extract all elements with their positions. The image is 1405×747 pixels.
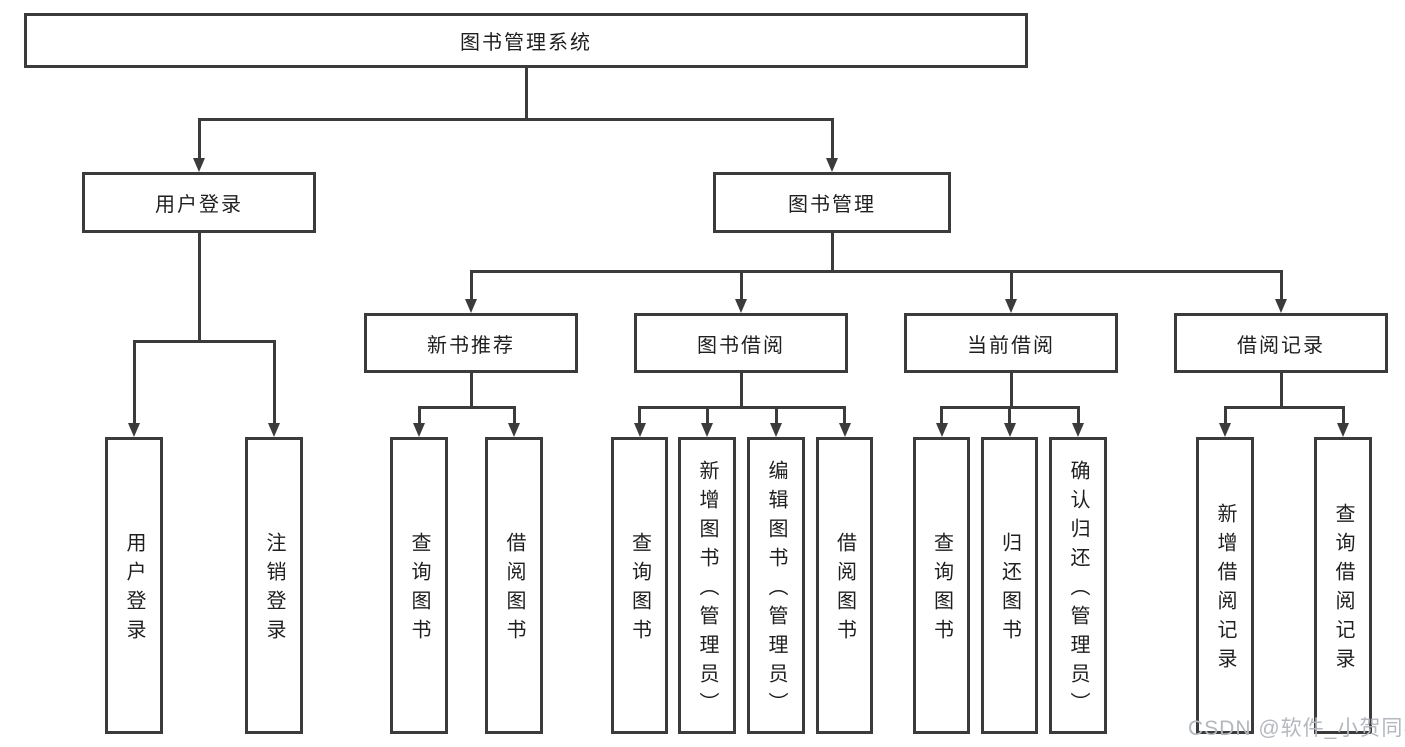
- connector-line-vertical: [197, 119, 201, 162]
- connector-line-vertical: [1279, 271, 1283, 303]
- node-borrowing-records: 借阅记录: [1174, 313, 1388, 373]
- node-label: 新增借阅记录: [1214, 503, 1236, 677]
- arrow-down-icon: [193, 158, 205, 172]
- leaf-current-borrow-2: 归还图书: [981, 437, 1038, 734]
- leaf-new-book-2: 借阅图书: [485, 437, 543, 734]
- arrow-down-icon: [838, 423, 851, 437]
- connector-line-vertical: [830, 233, 834, 271]
- leaf-new-book-1: 查询图书: [390, 437, 448, 734]
- connector-line-horizontal: [197, 117, 834, 121]
- connector-line-vertical: [638, 407, 641, 427]
- node-label: 新增图书（管理员）: [696, 459, 718, 721]
- connector-line-vertical: [1279, 373, 1283, 407]
- connector-line-vertical: [524, 68, 528, 119]
- connector-line-vertical: [1009, 373, 1013, 407]
- connector-line-vertical: [1341, 407, 1345, 427]
- connector-line-vertical: [739, 271, 743, 303]
- connector-line-vertical: [1008, 407, 1011, 427]
- arrow-down-icon: [465, 299, 477, 313]
- arrow-down-icon: [770, 423, 782, 437]
- watermark: CSDN @软件_小贺同学: [1188, 717, 1405, 740]
- arrow-down-icon: [1337, 423, 1349, 437]
- node-label: 新书推荐: [427, 334, 515, 357]
- node-book-borrowing: 图书借阅: [634, 313, 848, 373]
- node-user-login: 用户登录: [82, 172, 316, 233]
- leaf-book-borrow-3: 编辑图书（管理员）: [747, 437, 805, 734]
- arrow-down-icon: [1005, 299, 1017, 313]
- node-label: 借阅图书: [833, 532, 856, 648]
- arrow-down-icon: [1275, 299, 1287, 313]
- node-label: 图书借阅: [697, 334, 785, 357]
- arrow-down-icon: [1003, 423, 1016, 437]
- connector-line-vertical: [830, 119, 834, 162]
- node-label: 查询图书: [930, 532, 953, 648]
- connector-line-horizontal: [417, 405, 516, 409]
- connector-line-vertical: [1009, 271, 1013, 303]
- node-label: 用户登录: [123, 532, 145, 648]
- connector-line-vertical: [940, 407, 943, 427]
- node-label: 查询借阅记录: [1332, 503, 1354, 677]
- connector-line-vertical: [469, 271, 473, 303]
- arrow-down-icon: [633, 423, 646, 437]
- leaf-book-borrow-2: 新增图书（管理员）: [678, 437, 736, 734]
- node-label: 借阅图书: [503, 532, 525, 648]
- node-label: 图书管理: [788, 194, 876, 216]
- node-label: 图书管理系统: [460, 32, 592, 54]
- node-book-management: 图书管理: [713, 172, 951, 233]
- node-label: 查询图书: [628, 532, 651, 648]
- arrow-down-icon: [735, 299, 747, 313]
- connector-line-vertical: [774, 407, 778, 427]
- node-label: 归还图书: [998, 532, 1021, 648]
- connector-line-vertical: [1223, 407, 1227, 427]
- leaf-borrow-records-2: 查询借阅记录: [1314, 437, 1372, 734]
- node-label: 注销登录: [263, 532, 285, 648]
- node-current-borrowing: 当前借阅: [904, 313, 1118, 373]
- connector-line-vertical: [197, 233, 201, 341]
- connector-line-vertical: [739, 373, 743, 407]
- connector-line-vertical: [705, 407, 709, 427]
- arrow-down-icon: [508, 423, 520, 437]
- leaf-current-borrow-1: 查询图书: [913, 437, 970, 734]
- node-label: 借阅记录: [1237, 334, 1325, 357]
- connector-line-horizontal: [469, 269, 1283, 273]
- arrow-down-icon: [701, 423, 713, 437]
- arrow-down-icon: [128, 423, 140, 437]
- node-label: 当前借阅: [967, 334, 1055, 357]
- arrow-down-icon: [413, 423, 425, 437]
- node-label: 查询图书: [408, 532, 430, 648]
- node-label: 确认归还（管理员）: [1067, 459, 1089, 721]
- connector-line-horizontal: [132, 339, 276, 343]
- leaf-user-login-1: 用户登录: [105, 437, 163, 734]
- connector-line-vertical: [272, 341, 276, 427]
- arrow-down-icon: [1072, 423, 1084, 437]
- arrow-down-icon: [935, 423, 948, 437]
- connector-line-horizontal: [1223, 405, 1345, 409]
- leaf-borrow-records-1: 新增借阅记录: [1196, 437, 1254, 734]
- connector-line-vertical: [469, 373, 473, 407]
- node-root-library-system: 图书管理系统: [24, 13, 1028, 68]
- connector-line-vertical: [417, 407, 421, 427]
- node-new-book-recommend: 新书推荐: [364, 313, 578, 373]
- connector-line-vertical: [1076, 407, 1080, 427]
- leaf-current-borrow-3: 确认归还（管理员）: [1049, 437, 1107, 734]
- leaf-user-login-2: 注销登录: [245, 437, 303, 734]
- leaf-book-borrow-1: 查询图书: [611, 437, 668, 734]
- connector-line-vertical: [132, 341, 136, 427]
- connector-line-horizontal: [638, 405, 846, 409]
- arrow-down-icon: [268, 423, 280, 437]
- connector-line-vertical: [512, 407, 516, 427]
- node-label: 编辑图书（管理员）: [765, 459, 787, 721]
- leaf-book-borrow-4: 借阅图书: [816, 437, 873, 734]
- node-label: 用户登录: [155, 194, 243, 216]
- arrow-down-icon: [1219, 423, 1231, 437]
- connector-line-vertical: [843, 407, 846, 427]
- arrow-down-icon: [826, 158, 838, 172]
